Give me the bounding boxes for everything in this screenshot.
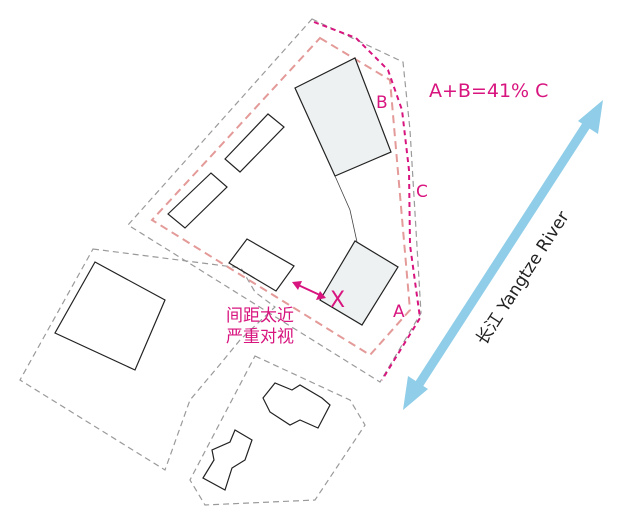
building-tower-north [294,57,392,177]
building-slab-1 [224,113,285,173]
label-a: A [393,302,405,322]
building-tower-south [319,240,399,326]
southwest-plot-boundary [19,248,276,471]
south-building-2 [202,429,253,491]
spacing-arrow [292,281,326,300]
note-line-1: 间距太近 [226,306,294,326]
river-direction-arrow [403,100,603,410]
label-c: C [416,182,428,202]
southwest-building [54,261,166,371]
connector-path [334,175,358,243]
south-building-1 [262,382,331,429]
south-plot-boundary [189,355,366,506]
building-slab-2 [167,172,228,229]
formula-label: A+B=41% C [429,80,548,102]
site-red-line [150,36,412,357]
label-b: B [376,93,388,113]
conflict-x-mark: X [330,288,345,313]
building-slab-3 [228,238,295,292]
site-outer-boundary [127,18,422,383]
note-line-2: 严重对视 [226,327,294,347]
river-frontage-line [313,21,422,381]
